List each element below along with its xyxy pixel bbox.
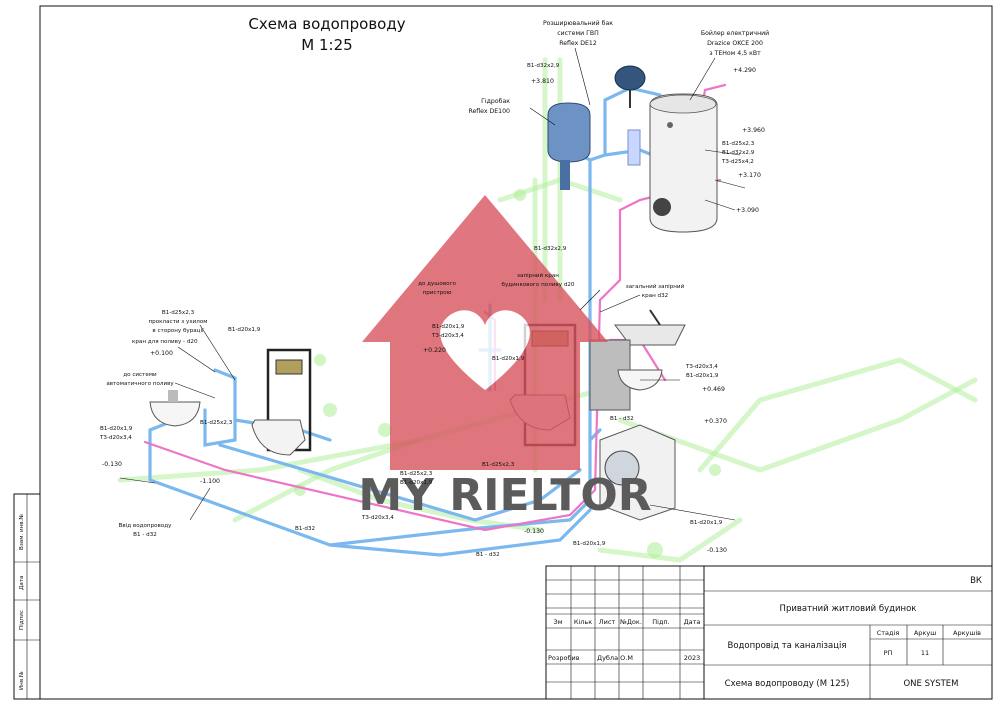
stamp-sign-label: Підпис [19, 610, 25, 630]
auto-watering-label-2: автоматичного поливу [106, 381, 174, 387]
tb-sheet: 11 [921, 649, 929, 657]
boiler [627, 93, 718, 233]
level-mark: +0.220 [423, 347, 446, 354]
boiler-label-2: Drazice OKCE 200 [707, 40, 763, 47]
to-shower-label-2: пристрою [423, 290, 452, 296]
valve-general-label-1: загальний запірний [626, 283, 685, 290]
title-block: Зм Кільк Лист №Док. Підп. Дата Розробив … [545, 565, 993, 700]
level-mark: +4.290 [733, 67, 756, 74]
valve-watering-label-1: запірний кран [517, 272, 559, 279]
watering-tap-label: кран для поливу - d20 [132, 339, 198, 345]
pipe-label: В1-d20х1,9 [686, 373, 719, 379]
pipe-label: В1-d20х1,9 [432, 324, 465, 330]
tb-header-doc: №Док. [619, 618, 642, 626]
tb-stage-header: Стадія [877, 629, 900, 637]
washing-machine [599, 424, 676, 521]
level-mark: +0.469 [702, 386, 725, 393]
left-top-label-3: в сторону бурації [152, 328, 204, 334]
tb-sheets-header: Аркушів [953, 629, 981, 637]
to-shower-label-1: до душового [418, 281, 456, 287]
level-mark: +3.960 [742, 127, 765, 134]
hydrotank-label-2: Reflex DE100 [468, 108, 510, 115]
level-mark: +3.090 [736, 207, 759, 214]
pipe-label: В1-d20х1,9 [690, 520, 723, 526]
tb-sheet-header: Аркуш [914, 629, 936, 637]
tb-section: Водопровід та каналізація [728, 641, 847, 651]
pipe-label: В1 - d32 [610, 416, 634, 422]
level-mark: -1.100 [200, 478, 220, 485]
annotations: Розширювальний бак системи ГВП Reflex DE… [99, 19, 769, 558]
drawing-frame [39, 5, 993, 700]
tb-header-qty: Кільк [574, 618, 592, 626]
water-inlet-label-2: В1 - d32 [133, 532, 157, 538]
pipe-label: Т3-d20х3,4 [431, 333, 464, 339]
left-top-label-2: прокласти з ухилом [149, 319, 208, 325]
side-stamp: Взам. инв.№ Дата Підпис Инв.№ [13, 493, 41, 700]
level-mark: -0.130 [524, 528, 544, 535]
stamp-inv-label: Инв.№ [19, 671, 25, 690]
pipe-label: Т3-d20х3,4 [361, 515, 394, 521]
sink-left [149, 390, 201, 427]
pipe-label: В1-d25х2,3 [722, 141, 755, 147]
level-mark: +0.100 [150, 350, 173, 357]
pipe-label: В1-d25х2,3 [200, 420, 233, 426]
tb-developed-label: Розробив [548, 654, 580, 662]
level-mark: +3.810 [531, 78, 554, 85]
pipe-label: В1-d32х2,9 [534, 246, 567, 252]
level-mark: -0.130 [102, 461, 122, 468]
valve-watering-label-2: будинкового поливу d20 [502, 282, 575, 288]
valve-general-label-2: кран d32 [642, 293, 668, 299]
tb-header-sign: Підп. [652, 618, 670, 626]
expansion-tank-label-1: Розширювальний бак [543, 19, 613, 27]
level-mark: -0.130 [707, 547, 727, 554]
pipe-label: В1-d20х1,9 [573, 541, 606, 547]
pipe-label: Т3-d20х3,4 [99, 435, 132, 441]
boiler-label-1: Бойлер електричний [701, 29, 769, 37]
pipe-label: В1-d25х2,3 [482, 462, 515, 468]
hydrotank-label-1: Гідробак [481, 97, 510, 105]
auto-watering-label-1: до системи [123, 372, 157, 378]
tb-header-sheet: Лист [599, 618, 616, 626]
stamp-replace-label: Взам. инв.№ [19, 514, 25, 550]
watermark-logo [362, 195, 608, 470]
tb-year: 2023 [684, 654, 701, 662]
watermark-text: MY RIELTOR [358, 470, 651, 521]
leader-lines [119, 47, 746, 521]
pipe-label: В1-d20х1,9 [400, 480, 433, 486]
pipe-label: В1-d32х2,9 [722, 150, 755, 156]
pipe-label: В1-d20х1,9 [228, 327, 261, 333]
level-mark: +0.370 [704, 418, 727, 425]
pipe-label: В1-d20х1,9 [492, 356, 525, 362]
level-mark: +3.170 [738, 172, 761, 179]
tb-code: ВК [970, 576, 982, 586]
pipe-label: В1-d32х2,9 [527, 63, 560, 69]
stamp-date-label: Дата [19, 576, 25, 590]
kitchen-sink [589, 309, 686, 411]
left-top-label-1: В1-d25х2,3 [162, 310, 195, 316]
tb-project: Приватний житловий будинок [780, 604, 917, 614]
pipe-label: В1-d25х2,3 [400, 471, 433, 477]
pipe-label: Т3-d20х3,4 [685, 364, 718, 370]
tb-developer: Дубла О.М [597, 654, 633, 662]
pipe-label: Т3-d25х4,2 [721, 159, 754, 165]
tb-sheet-title: Схема водопроводу (М 125) [725, 679, 850, 689]
tb-header-change: Зм [553, 618, 562, 626]
tb-stage: РП [884, 649, 893, 657]
toilet-frame-left [251, 348, 312, 456]
drawing-title: Схема водопроводу [248, 15, 405, 33]
hydrotank [547, 102, 591, 190]
pipe-label: В1 - d32 [476, 552, 500, 558]
drawing-scale: М 1:25 [301, 36, 352, 54]
tb-header-date: Дата [684, 618, 701, 626]
pipe-label: В1-d32 [295, 526, 315, 532]
expansion-tank-label-2: системи ГВП [557, 30, 599, 37]
tb-company: ONE SYSTEM [903, 679, 958, 689]
pipe-label: В1-d20х1,9 [100, 426, 133, 432]
boiler-label-3: з ТЕНом 4,5 кВт [709, 50, 761, 57]
water-inlet-label-1: Ввід водопроводу [119, 523, 173, 529]
expansion-tank-label-3: Reflex DE12 [559, 40, 597, 47]
expansion-tank [614, 65, 646, 108]
